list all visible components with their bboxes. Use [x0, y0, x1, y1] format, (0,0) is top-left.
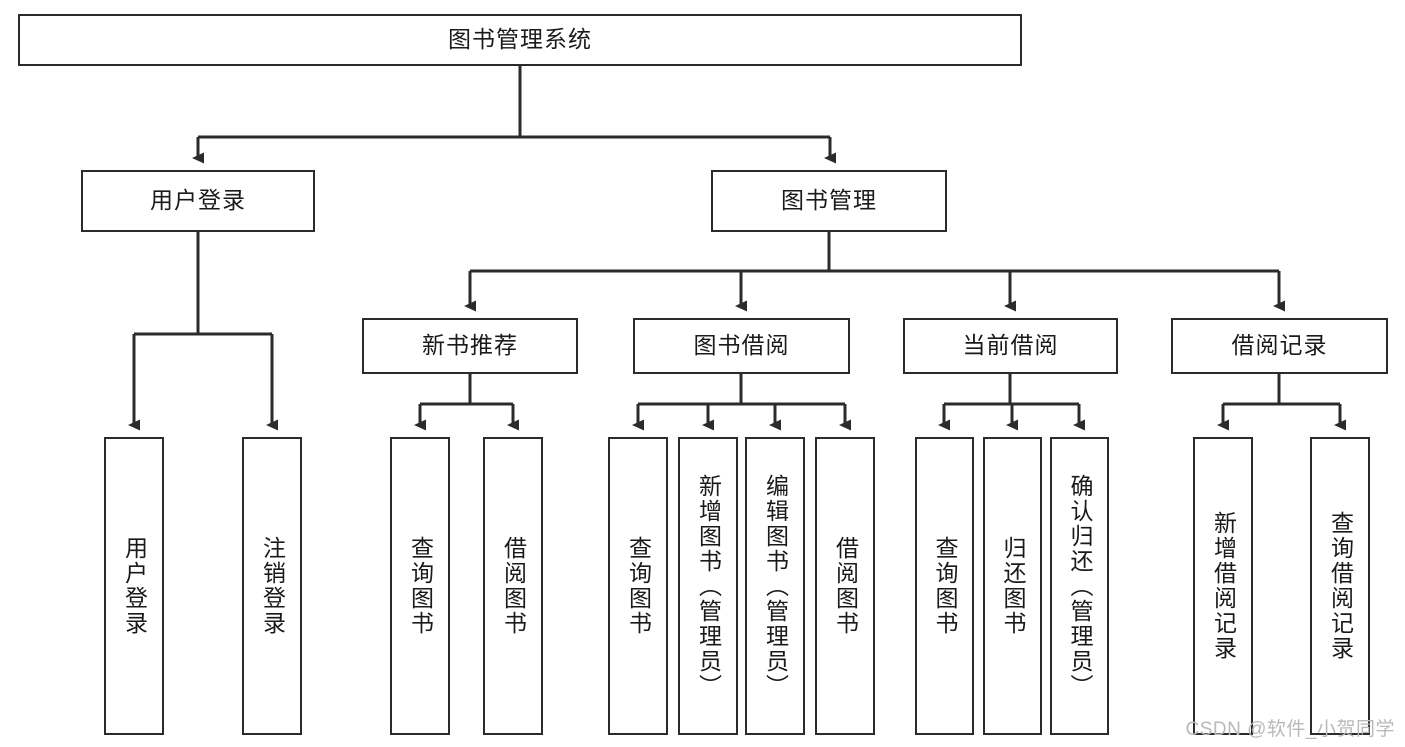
edge-group-root — [192, 66, 836, 164]
node-leaf-query-book-current[interactable]: 查询图书 — [915, 437, 974, 735]
node-leaf-borrow-book-label: 借阅图书 — [832, 536, 859, 636]
node-leaf-return-book[interactable]: 归还图书 — [983, 437, 1042, 735]
node-leaf-query-book-rec[interactable]: 查询图书 — [390, 437, 450, 735]
node-leaf-confirm-return-label: 确认归还（管理员） — [1067, 473, 1094, 699]
node-leaf-borrow-book-rec[interactable]: 借阅图书 — [483, 437, 543, 735]
node-leaf-borrow-book[interactable]: 借阅图书 — [815, 437, 875, 735]
node-root-label: 图书管理系统 — [448, 26, 592, 53]
node-book-borrow-label: 图书借阅 — [693, 332, 790, 359]
node-current-borrow-label: 当前借阅 — [962, 332, 1059, 359]
node-leaf-add-book-label: 新增图书（管理员） — [695, 473, 722, 699]
node-leaf-return-book-label: 归还图书 — [1000, 536, 1027, 636]
node-leaf-query-book-current-label: 查询图书 — [932, 536, 959, 636]
node-leaf-query-record-label: 查询借阅记录 — [1327, 511, 1354, 661]
edge-group-current-borrow — [938, 374, 1085, 431]
node-leaf-add-record[interactable]: 新增借阅记录 — [1193, 437, 1253, 735]
node-borrow-record[interactable]: 借阅记录 — [1171, 318, 1388, 374]
node-leaf-add-record-label: 新增借阅记录 — [1210, 511, 1237, 661]
node-leaf-confirm-return[interactable]: 确认归还（管理员） — [1050, 437, 1109, 735]
node-leaf-edit-book-label: 编辑图书（管理员） — [762, 473, 789, 699]
node-leaf-user-login[interactable]: 用户登录 — [104, 437, 164, 735]
edge-group-book-manage — [464, 232, 1285, 312]
node-book-manage-label: 图书管理 — [781, 187, 877, 214]
node-new-book-rec-label: 新书推荐 — [422, 332, 518, 359]
node-leaf-query-book-rec-label: 查询图书 — [407, 536, 434, 636]
watermark-text: CSDN @软件_小贺同学 — [1185, 719, 1395, 740]
edge-group-new-book-rec — [414, 374, 519, 431]
edge-group-book-borrow — [632, 374, 851, 431]
node-book-borrow[interactable]: 图书借阅 — [633, 318, 850, 374]
node-user-login[interactable]: 用户登录 — [81, 170, 315, 232]
node-leaf-query-record[interactable]: 查询借阅记录 — [1310, 437, 1370, 735]
node-borrow-record-label: 借阅记录 — [1231, 332, 1328, 359]
node-root[interactable]: 图书管理系统 — [18, 14, 1022, 66]
node-leaf-logout[interactable]: 注销登录 — [242, 437, 302, 735]
node-leaf-add-book[interactable]: 新增图书（管理员） — [678, 437, 738, 735]
node-current-borrow[interactable]: 当前借阅 — [903, 318, 1118, 374]
node-user-login-label: 用户登录 — [150, 187, 246, 214]
edge-group-borrow-record — [1217, 374, 1346, 431]
node-new-book-rec[interactable]: 新书推荐 — [362, 318, 578, 374]
node-leaf-query-book-borrow-label: 查询图书 — [625, 536, 652, 636]
edge-group-user-login — [128, 232, 278, 431]
node-leaf-logout-label: 注销登录 — [259, 536, 286, 636]
node-leaf-edit-book[interactable]: 编辑图书（管理员） — [745, 437, 805, 735]
node-leaf-borrow-book-rec-label: 借阅图书 — [500, 536, 527, 636]
node-leaf-query-book-borrow[interactable]: 查询图书 — [608, 437, 668, 735]
node-book-manage[interactable]: 图书管理 — [711, 170, 947, 232]
node-leaf-user-login-label: 用户登录 — [121, 536, 148, 636]
